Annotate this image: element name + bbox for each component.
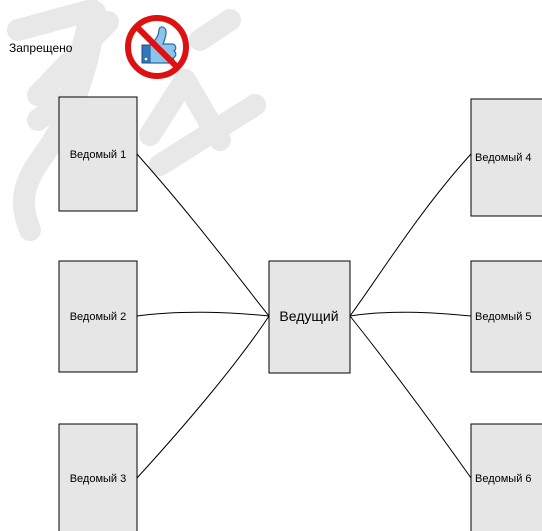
slave-node-3-label: Ведомый 3 [70,473,127,485]
link-slave-4 [349,153,472,317]
watermark [7,0,266,241]
slave-node-2: Ведомый 2 [58,260,138,373]
slave-node-1: Ведомый 1 [58,96,138,212]
slave-node-6-label: Ведомый 6 [475,473,532,485]
slave-node-2-label: Ведомый 2 [70,311,127,323]
prohibited-caption: Запрещено [9,41,73,55]
slave-node-3: Ведомый 3 [58,423,138,531]
slave-node-6: Ведомый 6 [470,423,542,531]
link-slave-5 [349,311,472,317]
slave-node-5: Ведомый 5 [470,260,542,373]
link-slave-2 [136,311,270,317]
link-slave-6 [349,315,472,479]
slave-node-4-label: Ведомый 4 [475,152,532,164]
master-node-label: Ведущий [279,308,338,324]
link-slave-1 [136,153,270,317]
slave-node-1-label: Ведомый 1 [70,149,127,161]
prohibited-thumbs-up-icon [125,15,189,79]
slave-node-5-label: Ведомый 5 [475,311,532,323]
master-node: Ведущий [268,260,351,374]
slave-node-4: Ведомый 4 [470,98,542,217]
link-slave-3 [136,315,270,479]
links [136,153,472,479]
